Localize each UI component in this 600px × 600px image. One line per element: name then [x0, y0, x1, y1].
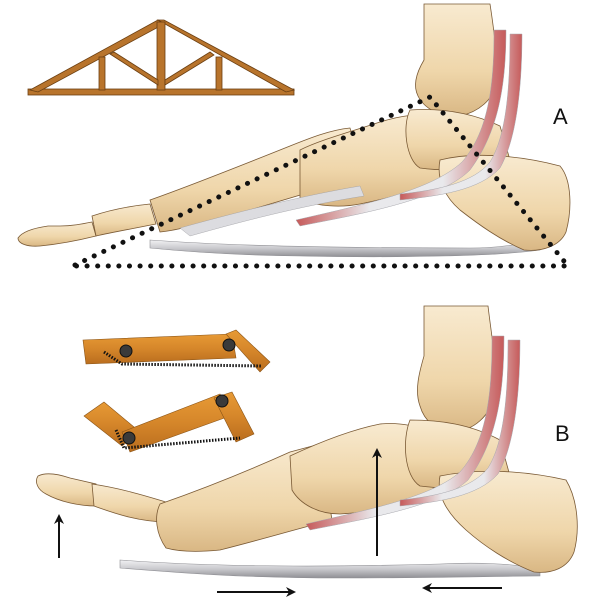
tibia-a: [415, 3, 497, 117]
plantar-fascia-a: [149, 239, 541, 258]
cable-line: [114, 429, 241, 450]
tendons-a: [179, 29, 523, 237]
hinge-pin-icon: [119, 344, 133, 358]
panel-a: A: [17, 3, 574, 269]
hinge-pin-icon: [215, 394, 229, 408]
panel-label-a: A: [553, 104, 568, 129]
arch-triangle-dotted: [72, 93, 574, 269]
windlass-model-flat: [82, 329, 271, 373]
panel-b: B: [36, 305, 578, 597]
metatarsal-b: [156, 443, 333, 552]
hinge-pin-icon: [122, 431, 136, 445]
tendons-b: [305, 335, 521, 531]
plantar-fascia-b: [119, 559, 541, 579]
tibia-b: [417, 305, 496, 433]
panel-label-b: B: [555, 421, 570, 446]
hinge-pin-icon: [222, 338, 236, 352]
calcaneus-b: [438, 470, 578, 573]
windlass-model-raised: [83, 391, 255, 453]
phalanges-a: [17, 221, 97, 247]
phalanges-b: [36, 473, 97, 507]
cable-line: [103, 350, 263, 368]
roof-truss-icon: [27, 19, 296, 96]
